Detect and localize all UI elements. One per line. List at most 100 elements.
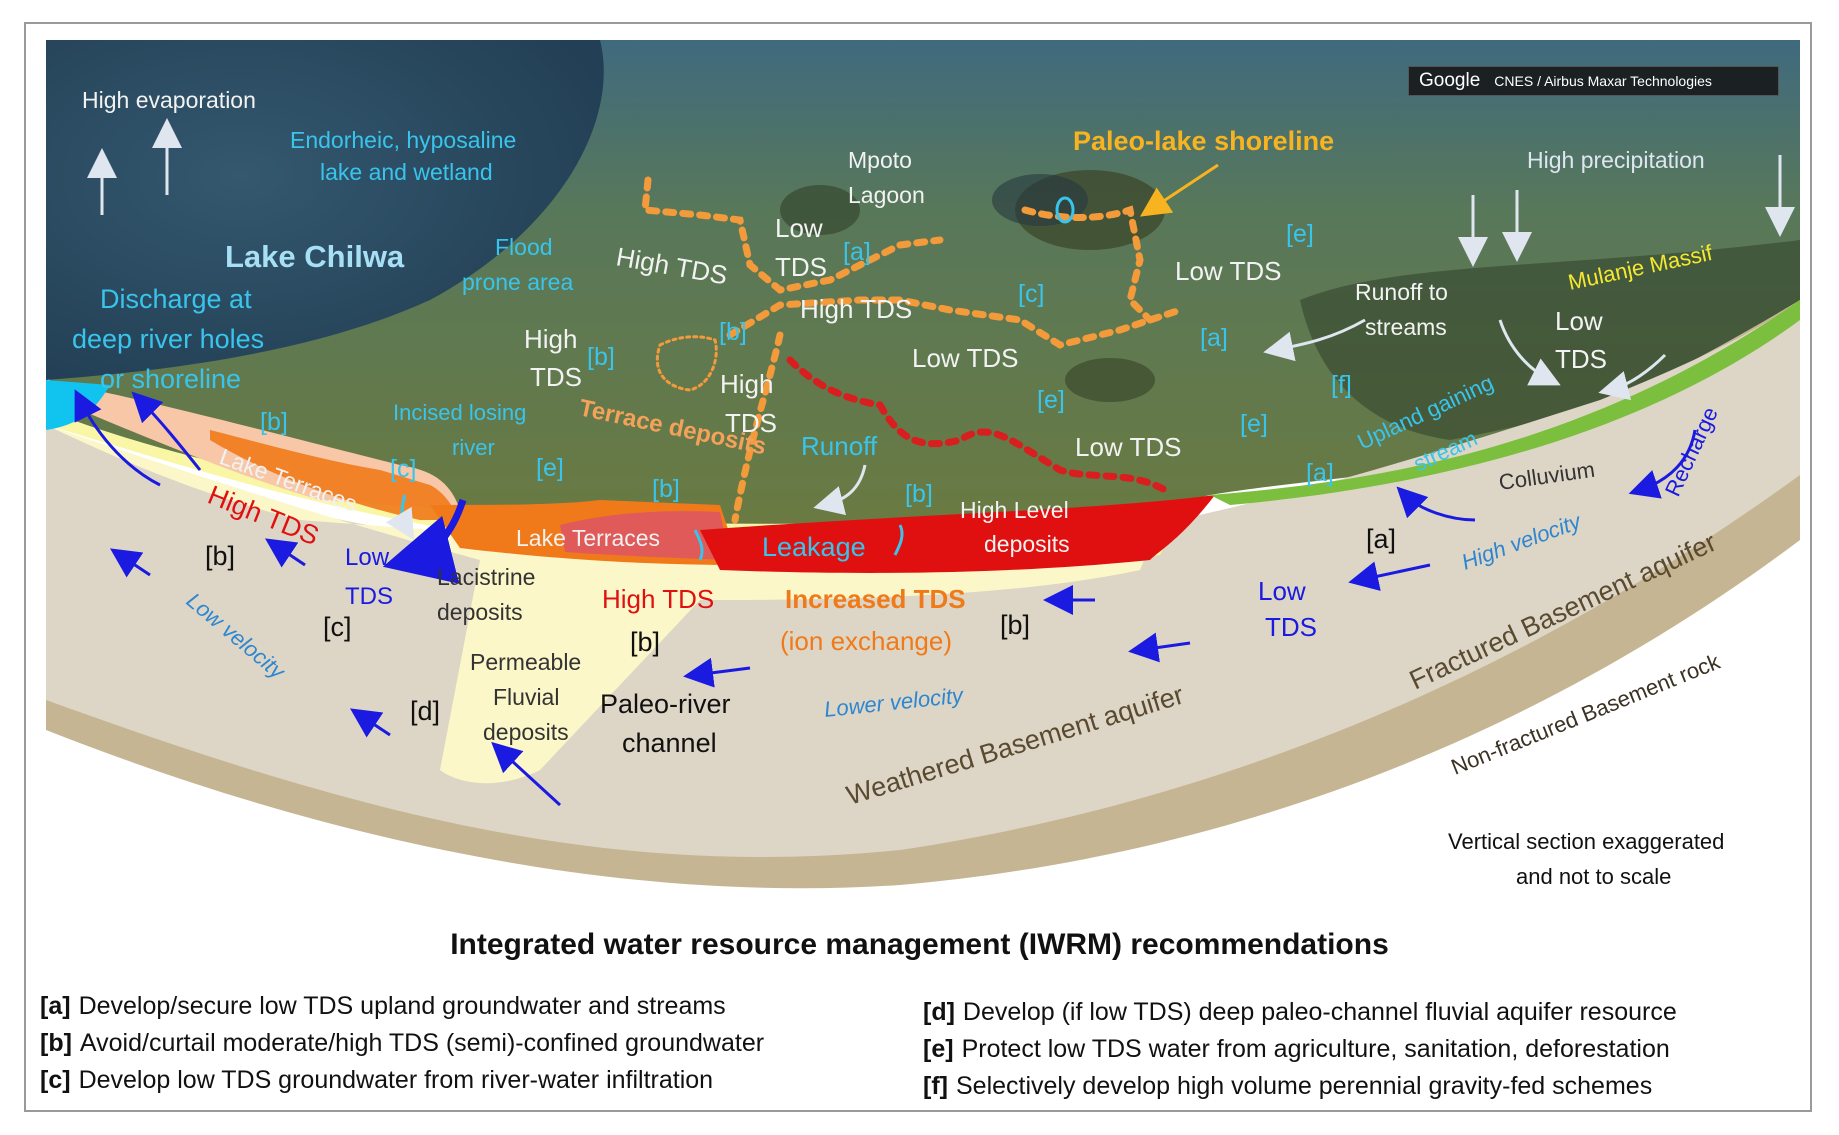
tag-c: [c] <box>390 455 416 483</box>
attribution-provider: Google <box>1419 70 1481 91</box>
label-high-level-deposits: deposits <box>984 531 1070 557</box>
flow-arrow <box>1396 486 1476 522</box>
recommendation-tag: [e] <box>923 1035 954 1063</box>
label-flood-prone: Flood <box>495 234 553 260</box>
label-low: Low <box>775 213 823 243</box>
cross-section <box>46 300 1800 889</box>
tag-b: [b] <box>1000 610 1030 640</box>
label-runoff-to-streams: Runoff to <box>1355 279 1448 305</box>
recommendation-text: Avoid/curtail moderate/high TDS (semi)-c… <box>79 1029 765 1057</box>
leakage-arrow <box>893 524 904 556</box>
mulanje-massif-relief <box>1300 240 1800 440</box>
recommendation-tag: [b] <box>40 1029 72 1057</box>
flow-arrow <box>491 741 562 807</box>
label-endorheic: Endorheic, hyposaline <box>290 127 516 153</box>
runoff-arrow <box>813 464 867 516</box>
runoff-arrow <box>1598 353 1667 401</box>
runoff-arrow <box>1263 318 1366 362</box>
recommendation-a: [a]Develop/secure low TDS upland groundw… <box>40 992 726 1021</box>
boundary-line-red <box>786 356 1169 494</box>
satellite-landscape <box>46 40 1800 524</box>
recommendation-text: Protect low TDS water from agriculture, … <box>961 1035 1670 1063</box>
label-tds: TDS <box>775 252 827 282</box>
label-low: Low <box>1555 306 1603 336</box>
paleo-shoreline-marker <box>1055 196 1075 224</box>
label-lake-terraces: Lake Terraces <box>516 525 660 551</box>
label-low-tds: Low TDS <box>1075 432 1181 462</box>
leakage-arrow <box>385 494 415 541</box>
flow-arrow <box>1128 632 1191 663</box>
label-paleo-river-channel: channel <box>622 728 717 758</box>
discharge-arrow <box>74 389 161 487</box>
label-high-tds: High TDS <box>602 584 714 614</box>
label-tds: TDS <box>530 362 582 392</box>
label-high-tds: High TDS <box>800 294 912 324</box>
label-high: High <box>720 369 773 399</box>
tag-b: [b] <box>630 627 660 657</box>
boundary-loop <box>655 335 718 392</box>
label-flood-prone: prone area <box>462 269 573 295</box>
tag-a: [a] <box>843 238 871 266</box>
permeable-fluvial-layer <box>46 425 1150 784</box>
tag-c: [c] <box>1018 280 1044 308</box>
recommendation-text: Develop low TDS groundwater from river-w… <box>78 1066 714 1094</box>
recommendation-e: [e]Protect low TDS water from agricultur… <box>923 1035 1670 1064</box>
recharge-arrow <box>1628 429 1697 499</box>
figure-frame <box>24 22 1812 1112</box>
label-ion-exchange: (ion exchange) <box>780 626 952 656</box>
flow-arrow <box>110 548 151 578</box>
tag-e: [e] <box>1240 410 1268 438</box>
label-runoff: Runoff <box>801 431 878 461</box>
high-level-deposits-layer <box>700 495 1215 573</box>
label-lake-chilwa: Lake Chilwa <box>225 239 405 274</box>
label-lacustrine-deposits: Lacistrine <box>437 564 535 590</box>
boundary-line <box>731 331 784 524</box>
label-low: Low <box>345 544 390 571</box>
recommendation-text: Develop (if low TDS) deep paleo-channel … <box>962 998 1677 1026</box>
tag-b: [b] <box>719 318 747 346</box>
label-low-tds: Low TDS <box>1175 256 1281 286</box>
label-incised-losing-river: river <box>452 435 495 460</box>
recommendations-title: Integrated water resource management (IW… <box>450 928 1389 961</box>
label-low-tds: Low TDS <box>912 343 1018 373</box>
label-tds: TDS <box>1265 612 1317 642</box>
label-discharge: or shoreline <box>100 364 241 394</box>
recommendation-f: [f]Selectively develop high volume peren… <box>923 1072 1652 1101</box>
label-leakage: Leakage <box>762 532 866 562</box>
tag-e: [e] <box>1286 220 1314 248</box>
lake-terraces-orange-layer <box>210 430 460 520</box>
recommendation-text: Selectively develop high volume perennia… <box>955 1072 1653 1100</box>
boundary-line <box>726 296 1184 349</box>
recommendation-tag: [a] <box>40 992 71 1020</box>
label-tds: TDS <box>725 408 777 438</box>
label-increased-tds: Increased TDS <box>785 584 966 614</box>
hill <box>1065 358 1155 402</box>
label-high-evaporation: High evaporation <box>82 87 256 113</box>
losing-river-arrow <box>382 498 467 584</box>
recommendation-tag: [c] <box>40 1066 71 1094</box>
label-lacustrine-deposits: deposits <box>437 599 523 625</box>
lake-chilwa-water <box>46 40 604 380</box>
flow-arrow <box>265 538 306 568</box>
hill <box>780 185 860 235</box>
recommendation-c: [c]Develop low TDS groundwater from rive… <box>40 1066 713 1095</box>
tag-a: [a] <box>1306 459 1334 487</box>
label-high-precipitation: High precipitation <box>1527 147 1705 173</box>
arrows <box>74 118 1795 807</box>
boundary-line <box>641 176 944 294</box>
label-paleo-river-channel: Paleo-river <box>600 689 731 719</box>
tag-c: [c] <box>323 612 352 642</box>
label-permeable-fluvial: Permeable <box>470 649 581 675</box>
lake-terraces-red-layer <box>560 511 730 560</box>
label-paleo-lake-shoreline: Paleo-lake shoreline <box>1073 126 1334 156</box>
tag-b: [b] <box>205 541 235 571</box>
label-discharge: Discharge at <box>100 284 252 314</box>
tag-b: [b] <box>905 480 933 508</box>
recommendation-text: Develop/secure low TDS upland groundwate… <box>78 992 726 1020</box>
label-scale-note: and not to scale <box>1516 864 1671 889</box>
tag-e: [e] <box>1037 386 1065 414</box>
recommendation-d: [d]Develop (if low TDS) deep paleo-chann… <box>923 998 1677 1027</box>
flow-arrow <box>683 657 751 688</box>
tag-b: [b] <box>587 343 615 371</box>
